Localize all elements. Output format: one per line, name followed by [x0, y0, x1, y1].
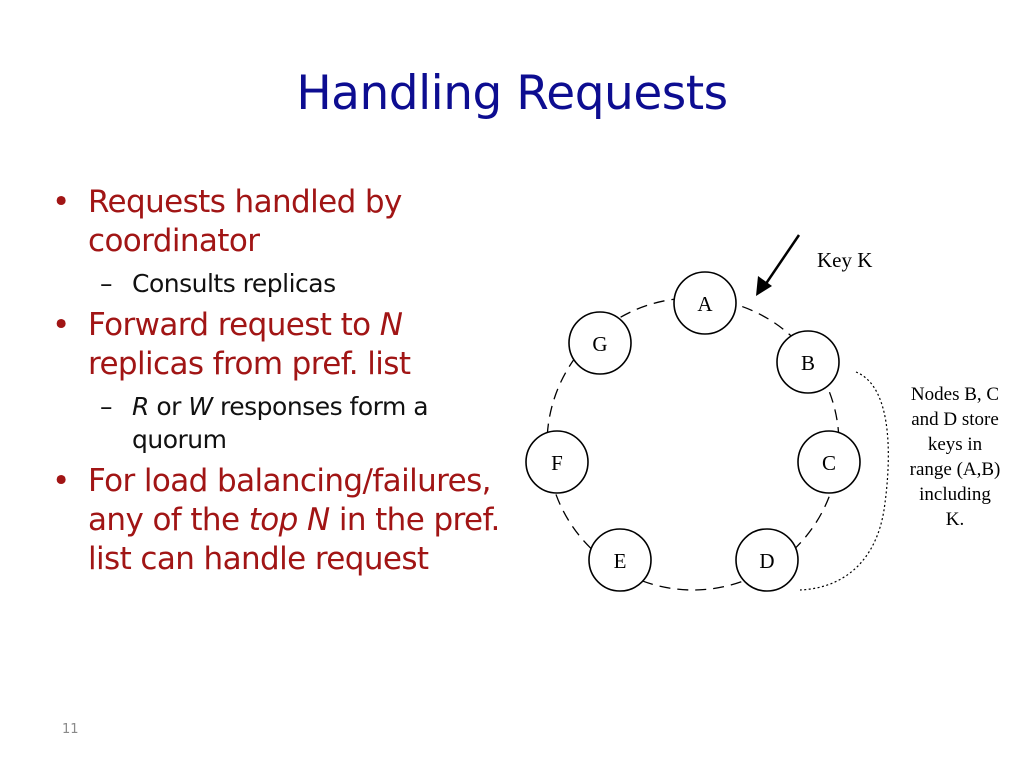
bullet-text: Forward request to — [88, 307, 380, 343]
note-line: Nodes B, C — [911, 384, 999, 405]
note-line: keys in — [928, 434, 983, 455]
node-label: G — [592, 332, 607, 356]
sub-bullet-item: – Consults replicas — [48, 267, 518, 300]
bullet-text: replicas from pref. list — [88, 346, 411, 382]
node-label: D — [759, 549, 774, 573]
note-line: including — [919, 484, 991, 505]
key-label: Key K — [817, 248, 872, 272]
page-number: 11 — [62, 722, 79, 737]
dash-icon: – — [100, 269, 113, 298]
node-label: C — [822, 451, 836, 475]
bullet-text-italic: N — [379, 307, 403, 343]
range-note: Nodes B, C and D store keys in range (A,… — [910, 384, 1001, 530]
bullet-list: • Requests handled by coordinator – Cons… — [48, 183, 518, 579]
node-a: A — [673, 271, 737, 335]
bullet-text: Requests handled by coordinator — [88, 184, 402, 259]
bullet-text: For load balancing/failures, any of the — [88, 463, 491, 538]
node-label: B — [801, 351, 815, 375]
sub-bullet-text: responses form a quorum — [132, 392, 429, 454]
slide-title: Handling Requests — [296, 66, 728, 121]
node-f: F — [525, 430, 589, 494]
node-d: D — [735, 528, 799, 592]
range-bracket — [799, 371, 889, 591]
key-arrow-line — [761, 234, 801, 289]
sub-bullet-text-italic: R — [132, 392, 149, 421]
bullet-icon: • — [52, 307, 70, 343]
key-arrow-head — [756, 276, 772, 296]
sub-bullet-item: – R or W responses form a quorum — [48, 390, 518, 456]
dash-icon: – — [100, 392, 113, 421]
node-label: F — [551, 451, 563, 475]
bullet-text-italic: top N — [248, 502, 330, 538]
note-line: range (A,B) — [910, 459, 1001, 480]
note-line: and D store — [911, 409, 999, 430]
bullet-icon: • — [52, 463, 70, 499]
sub-bullet-text-italic: W — [188, 392, 213, 421]
node-label: E — [614, 549, 627, 573]
sub-bullet-text: or — [148, 392, 189, 421]
sub-bullet-text: Consults replicas — [132, 269, 336, 298]
node-c: C — [797, 430, 861, 494]
node-b: B — [776, 330, 840, 394]
node-label: A — [697, 292, 713, 316]
bullet-text: in the pref. list can handle request — [88, 502, 500, 577]
node-e: E — [588, 528, 652, 592]
bullet-item: • Requests handled by coordinator — [48, 183, 518, 261]
bullet-item: • Forward request to N replicas from pre… — [48, 306, 518, 384]
node-g: G — [568, 311, 632, 375]
bullet-icon: • — [52, 184, 70, 220]
note-line: K. — [946, 509, 964, 530]
bullet-item: • For load balancing/failures, any of th… — [48, 462, 518, 579]
